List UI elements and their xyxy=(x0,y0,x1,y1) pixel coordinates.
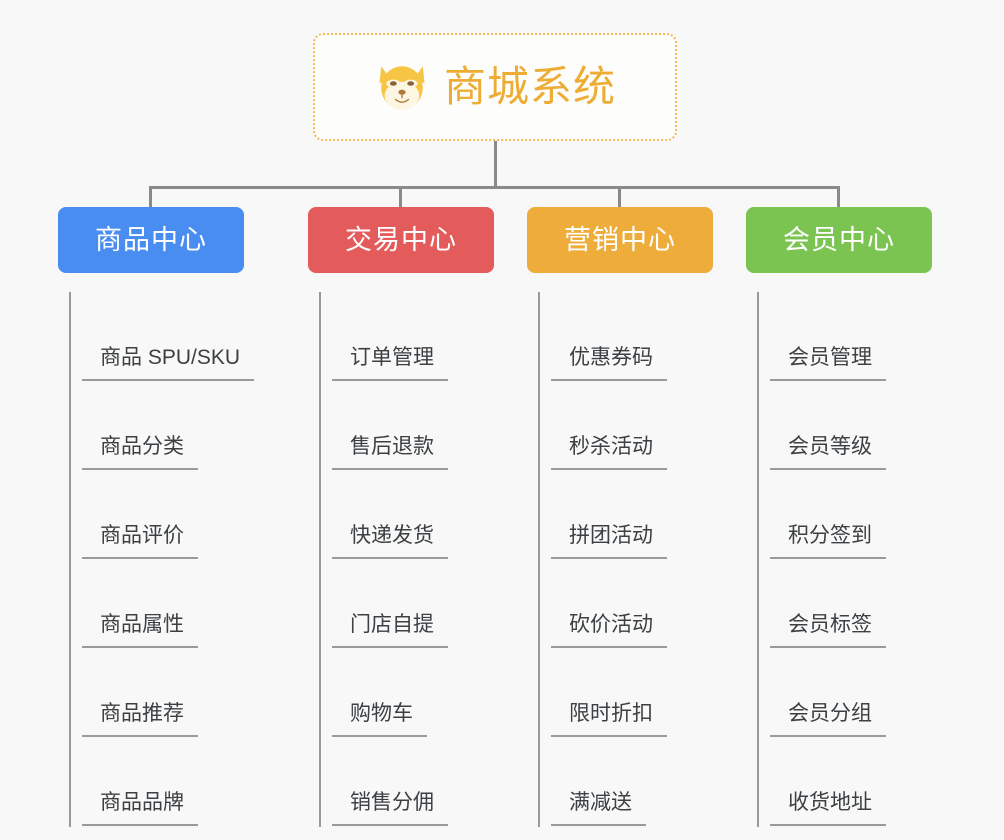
leaf-item[interactable]: 商品 SPU/SKU xyxy=(70,292,255,381)
shiba-dog-icon xyxy=(379,66,425,110)
leaf-item[interactable]: 订单管理 xyxy=(320,292,494,381)
connector-root-stem xyxy=(494,141,497,189)
leaf-label: 快递发货 xyxy=(332,525,448,559)
leaf-item[interactable]: 收货地址 xyxy=(758,737,932,826)
leaf-label: 门店自提 xyxy=(332,614,448,648)
connector-drop-2 xyxy=(399,186,402,208)
leaf-label: 商品属性 xyxy=(82,614,198,648)
leaf-item[interactable]: 秒杀活动 xyxy=(539,381,713,470)
leaf-label: 会员标签 xyxy=(770,614,886,648)
branch-spine xyxy=(319,292,321,827)
leaf-item[interactable]: 商品分类 xyxy=(70,381,244,470)
leaf-label: 购物车 xyxy=(332,703,427,737)
leaf-list-member-center: 会员管理 会员等级 积分签到 会员标签 会员分组 收货地址 xyxy=(746,292,932,827)
leaf-item[interactable]: 优惠券码 xyxy=(539,292,713,381)
branch-member-center: 会员中心 会员管理 会员等级 积分签到 会员标签 会员分组 收货地址 xyxy=(746,207,932,827)
leaf-label: 销售分佣 xyxy=(332,792,448,826)
leaf-label: 商品分类 xyxy=(82,436,198,470)
leaf-label: 秒杀活动 xyxy=(551,436,667,470)
leaf-item[interactable]: 购物车 xyxy=(320,648,494,737)
leaf-list-product-center: 商品 SPU/SKU 商品分类 商品评价 商品属性 商品推荐 商品品牌 xyxy=(58,292,255,827)
branch-spine xyxy=(69,292,71,827)
root-title: 商城系统 xyxy=(443,63,616,110)
leaf-label: 收货地址 xyxy=(770,792,886,826)
leaf-label: 商品 SPU/SKU xyxy=(82,347,255,381)
leaf-label: 限时折扣 xyxy=(551,703,667,737)
category-header-product-center[interactable]: 商品中心 xyxy=(58,207,244,273)
connector-drop-3 xyxy=(618,186,621,208)
leaf-item[interactable]: 商品评价 xyxy=(70,470,244,559)
category-label: 商品中心 xyxy=(95,224,207,255)
leaf-item[interactable]: 售后退款 xyxy=(320,381,494,470)
leaf-label: 会员分组 xyxy=(770,703,886,737)
leaf-label: 订单管理 xyxy=(332,347,448,381)
leaf-label: 优惠券码 xyxy=(551,347,667,381)
leaf-label: 商品评价 xyxy=(82,525,198,559)
connector-drop-1 xyxy=(149,186,152,208)
category-label: 交易中心 xyxy=(345,224,457,255)
leaf-label: 积分签到 xyxy=(770,525,886,559)
category-label: 营销中心 xyxy=(564,224,676,255)
leaf-item[interactable]: 快递发货 xyxy=(320,470,494,559)
leaf-item[interactable]: 商品品牌 xyxy=(70,737,244,826)
leaf-item[interactable]: 销售分佣 xyxy=(320,737,494,826)
leaf-label: 满减送 xyxy=(551,792,646,826)
leaf-item[interactable]: 会员等级 xyxy=(758,381,932,470)
leaf-label: 会员等级 xyxy=(770,436,886,470)
leaf-list-marketing-center: 优惠券码 秒杀活动 拼团活动 砍价活动 限时折扣 满减送 xyxy=(527,292,713,827)
leaf-label: 商品品牌 xyxy=(82,792,198,826)
leaf-list-trade-center: 订单管理 售后退款 快递发货 门店自提 购物车 销售分佣 xyxy=(308,292,494,827)
branch-spine xyxy=(757,292,759,827)
leaf-item[interactable]: 拼团活动 xyxy=(539,470,713,559)
branch-marketing-center: 营销中心 优惠券码 秒杀活动 拼团活动 砍价活动 限时折扣 满减送 xyxy=(527,207,713,827)
leaf-item[interactable]: 门店自提 xyxy=(320,559,494,648)
connector-drop-4 xyxy=(837,186,840,208)
branch-product-center: 商品中心 商品 SPU/SKU 商品分类 商品评价 商品属性 商品推荐 商品品牌 xyxy=(58,207,255,827)
leaf-label: 售后退款 xyxy=(332,436,448,470)
category-header-member-center[interactable]: 会员中心 xyxy=(746,207,932,273)
leaf-item[interactable]: 商品推荐 xyxy=(70,648,244,737)
category-header-marketing-center[interactable]: 营销中心 xyxy=(527,207,713,273)
branch-spine xyxy=(538,292,540,827)
leaf-label: 砍价活动 xyxy=(551,614,667,648)
connector-bus xyxy=(150,186,840,189)
category-header-trade-center[interactable]: 交易中心 xyxy=(308,207,494,273)
leaf-label: 商品推荐 xyxy=(82,703,198,737)
leaf-label: 会员管理 xyxy=(770,347,886,381)
category-label: 会员中心 xyxy=(783,224,895,255)
leaf-item[interactable]: 会员管理 xyxy=(758,292,932,381)
leaf-item[interactable]: 积分签到 xyxy=(758,470,932,559)
leaf-item[interactable]: 商品属性 xyxy=(70,559,244,648)
leaf-item[interactable]: 砍价活动 xyxy=(539,559,713,648)
leaf-item[interactable]: 限时折扣 xyxy=(539,648,713,737)
leaf-item[interactable]: 满减送 xyxy=(539,737,713,826)
leaf-item[interactable]: 会员分组 xyxy=(758,648,932,737)
root-node[interactable]: 商城系统 xyxy=(313,33,677,141)
branch-trade-center: 交易中心 订单管理 售后退款 快递发货 门店自提 购物车 销售分佣 xyxy=(308,207,494,827)
leaf-label: 拼团活动 xyxy=(551,525,667,559)
leaf-item[interactable]: 会员标签 xyxy=(758,559,932,648)
